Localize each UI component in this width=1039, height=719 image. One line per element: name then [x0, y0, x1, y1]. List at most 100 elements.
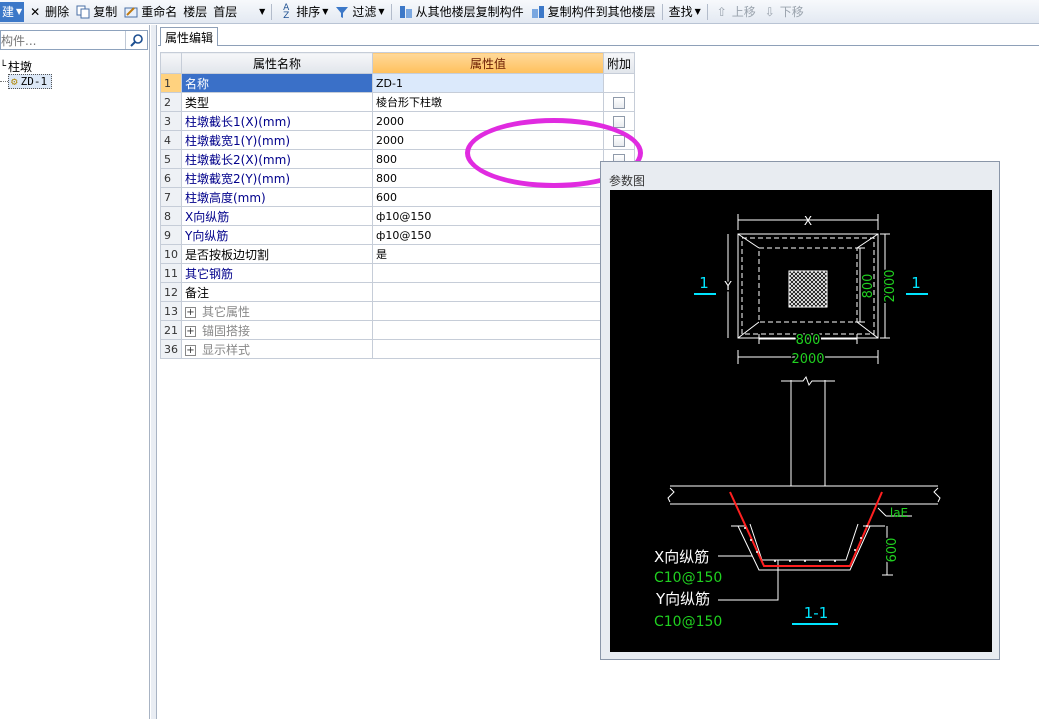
- search-icon[interactable]: [125, 31, 147, 49]
- component-search-box[interactable]: 构件...: [0, 30, 148, 50]
- property-name-text: Y向纵筋: [185, 228, 229, 243]
- property-name-text: 柱墩截长1(X)(mm): [185, 114, 291, 129]
- section-view: [667, 375, 941, 601]
- property-value-cell[interactable]: [372, 282, 604, 302]
- label-y: Y: [723, 279, 732, 293]
- property-value-cell[interactable]: 600: [372, 187, 604, 207]
- extra-checkbox[interactable]: [613, 115, 625, 128]
- table-row[interactable]: 13+其它属性: [160, 301, 636, 321]
- property-name-cell[interactable]: +其它属性: [181, 301, 373, 321]
- expand-icon[interactable]: +: [185, 344, 196, 356]
- chevron-down-icon: ▼: [322, 7, 329, 16]
- property-value-cell[interactable]: ф10@150: [372, 225, 604, 245]
- arrow-down-icon: ⇩: [764, 4, 775, 19]
- header-property-name[interactable]: 属性名称: [181, 52, 373, 74]
- property-value-cell[interactable]: [372, 320, 604, 340]
- rename-button[interactable]: 重命名: [120, 1, 180, 23]
- move-down-button[interactable]: ⇩ 下移: [759, 1, 807, 23]
- tab-strip: 属性编辑: [158, 25, 1039, 47]
- rename-icon: [123, 4, 139, 20]
- copy-from-floor-icon: [398, 4, 414, 20]
- property-value-cell[interactable]: ZD-1: [372, 73, 604, 93]
- property-name-cell[interactable]: 类型: [181, 92, 373, 112]
- header-property-value[interactable]: 属性值: [372, 52, 604, 74]
- copy-to-floor-icon: [530, 4, 546, 20]
- tree-node-root[interactable]: └ 柱墩: [0, 58, 32, 75]
- copy-to-floor-button[interactable]: 复制构件到其他楼层: [527, 1, 659, 23]
- property-name-cell[interactable]: 柱墩截长1(X)(mm): [181, 111, 373, 131]
- table-row[interactable]: 21+锚固搭接: [160, 320, 636, 340]
- expand-icon[interactable]: +: [185, 306, 196, 318]
- copy-to-floor-label: 复制构件到其他楼层: [547, 5, 656, 19]
- copy-button[interactable]: 复制: [72, 1, 120, 23]
- label-x: X: [804, 214, 812, 228]
- copy-label: 复制: [93, 5, 118, 19]
- delete-button[interactable]: ✕ 删除: [24, 1, 72, 23]
- search-input[interactable]: 构件...: [1, 33, 37, 48]
- tree-root-label: 柱墩: [8, 60, 33, 74]
- property-name-cell[interactable]: +锚固搭接: [181, 320, 373, 340]
- label-dim-2000-h: 2000: [791, 352, 824, 367]
- property-name-cell[interactable]: +显示样式: [181, 339, 373, 359]
- header-extra[interactable]: 附加: [602, 52, 636, 74]
- label-y-rebar-spec: C10@150: [654, 614, 722, 630]
- property-name-cell[interactable]: 柱墩截宽1(Y)(mm): [181, 130, 373, 150]
- extra-checkbox[interactable]: [613, 96, 625, 109]
- property-name-cell[interactable]: 柱墩截宽2(Y)(mm): [181, 168, 373, 188]
- parameter-diagram: X Y 800 2000 800 2000 1 1: [610, 190, 992, 652]
- panel-splitter[interactable]: [151, 25, 157, 719]
- move-up-button[interactable]: ⇧ 上移: [711, 1, 759, 23]
- floor-select[interactable]: 首层 ▼: [210, 3, 268, 21]
- table-row[interactable]: 36+显示样式: [160, 339, 636, 359]
- property-name-cell[interactable]: 备注: [181, 282, 373, 302]
- row-number: 6: [160, 168, 182, 188]
- rebar-dots: [744, 525, 868, 562]
- chevron-down-icon: ▼: [694, 7, 701, 16]
- property-value-cell[interactable]: 是: [372, 244, 604, 264]
- property-name-text: 备注: [185, 285, 210, 300]
- property-name-cell[interactable]: 是否按板边切割: [181, 244, 373, 264]
- new-button[interactable]: 建 ▼: [0, 1, 25, 22]
- filter-button[interactable]: 过滤 ▼: [331, 1, 387, 23]
- property-name-cell[interactable]: 名称: [181, 73, 373, 93]
- property-name-cell[interactable]: X向纵筋: [181, 206, 373, 226]
- property-name-cell[interactable]: 柱墩截长2(X)(mm): [181, 149, 373, 169]
- property-value-cell[interactable]: [372, 339, 604, 359]
- row-number: 21: [160, 320, 182, 340]
- tree-node-zd-1[interactable]: ⚙ ZD-1: [8, 74, 53, 89]
- floor-label: 楼层: [183, 5, 208, 19]
- lae-leader: [877, 507, 912, 517]
- property-name-cell[interactable]: 柱墩高度(mm): [181, 187, 373, 207]
- tree-connector: [0, 81, 8, 82]
- property-value-cell[interactable]: [372, 263, 604, 283]
- component-tree-panel: 构件... └ 柱墩 ⚙ ZD-1: [0, 25, 150, 719]
- property-value-cell[interactable]: 棱台形下柱墩: [372, 92, 604, 112]
- find-button[interactable]: 查找 ▼: [666, 1, 704, 23]
- filter-icon: [334, 4, 350, 20]
- row-number: 13: [160, 301, 182, 321]
- gear-icon: ⚙: [11, 75, 18, 88]
- copy-from-floor-button[interactable]: 从其他楼层复制构件: [395, 1, 527, 23]
- property-name-text: 柱墩高度(mm): [185, 190, 266, 205]
- property-name-cell[interactable]: 其它钢筋: [181, 263, 373, 283]
- toolbar-divider: [390, 3, 392, 20]
- property-value-cell[interactable]: [372, 301, 604, 321]
- tab-property-editor[interactable]: 属性编辑: [160, 27, 219, 47]
- property-name-text: 柱墩截宽2(Y)(mm): [185, 171, 291, 186]
- property-value-cell[interactable]: ф10@150: [372, 206, 604, 226]
- expand-icon[interactable]: +: [185, 325, 196, 337]
- property-name-cell[interactable]: Y向纵筋: [181, 225, 373, 245]
- toolbar-divider: [661, 3, 663, 20]
